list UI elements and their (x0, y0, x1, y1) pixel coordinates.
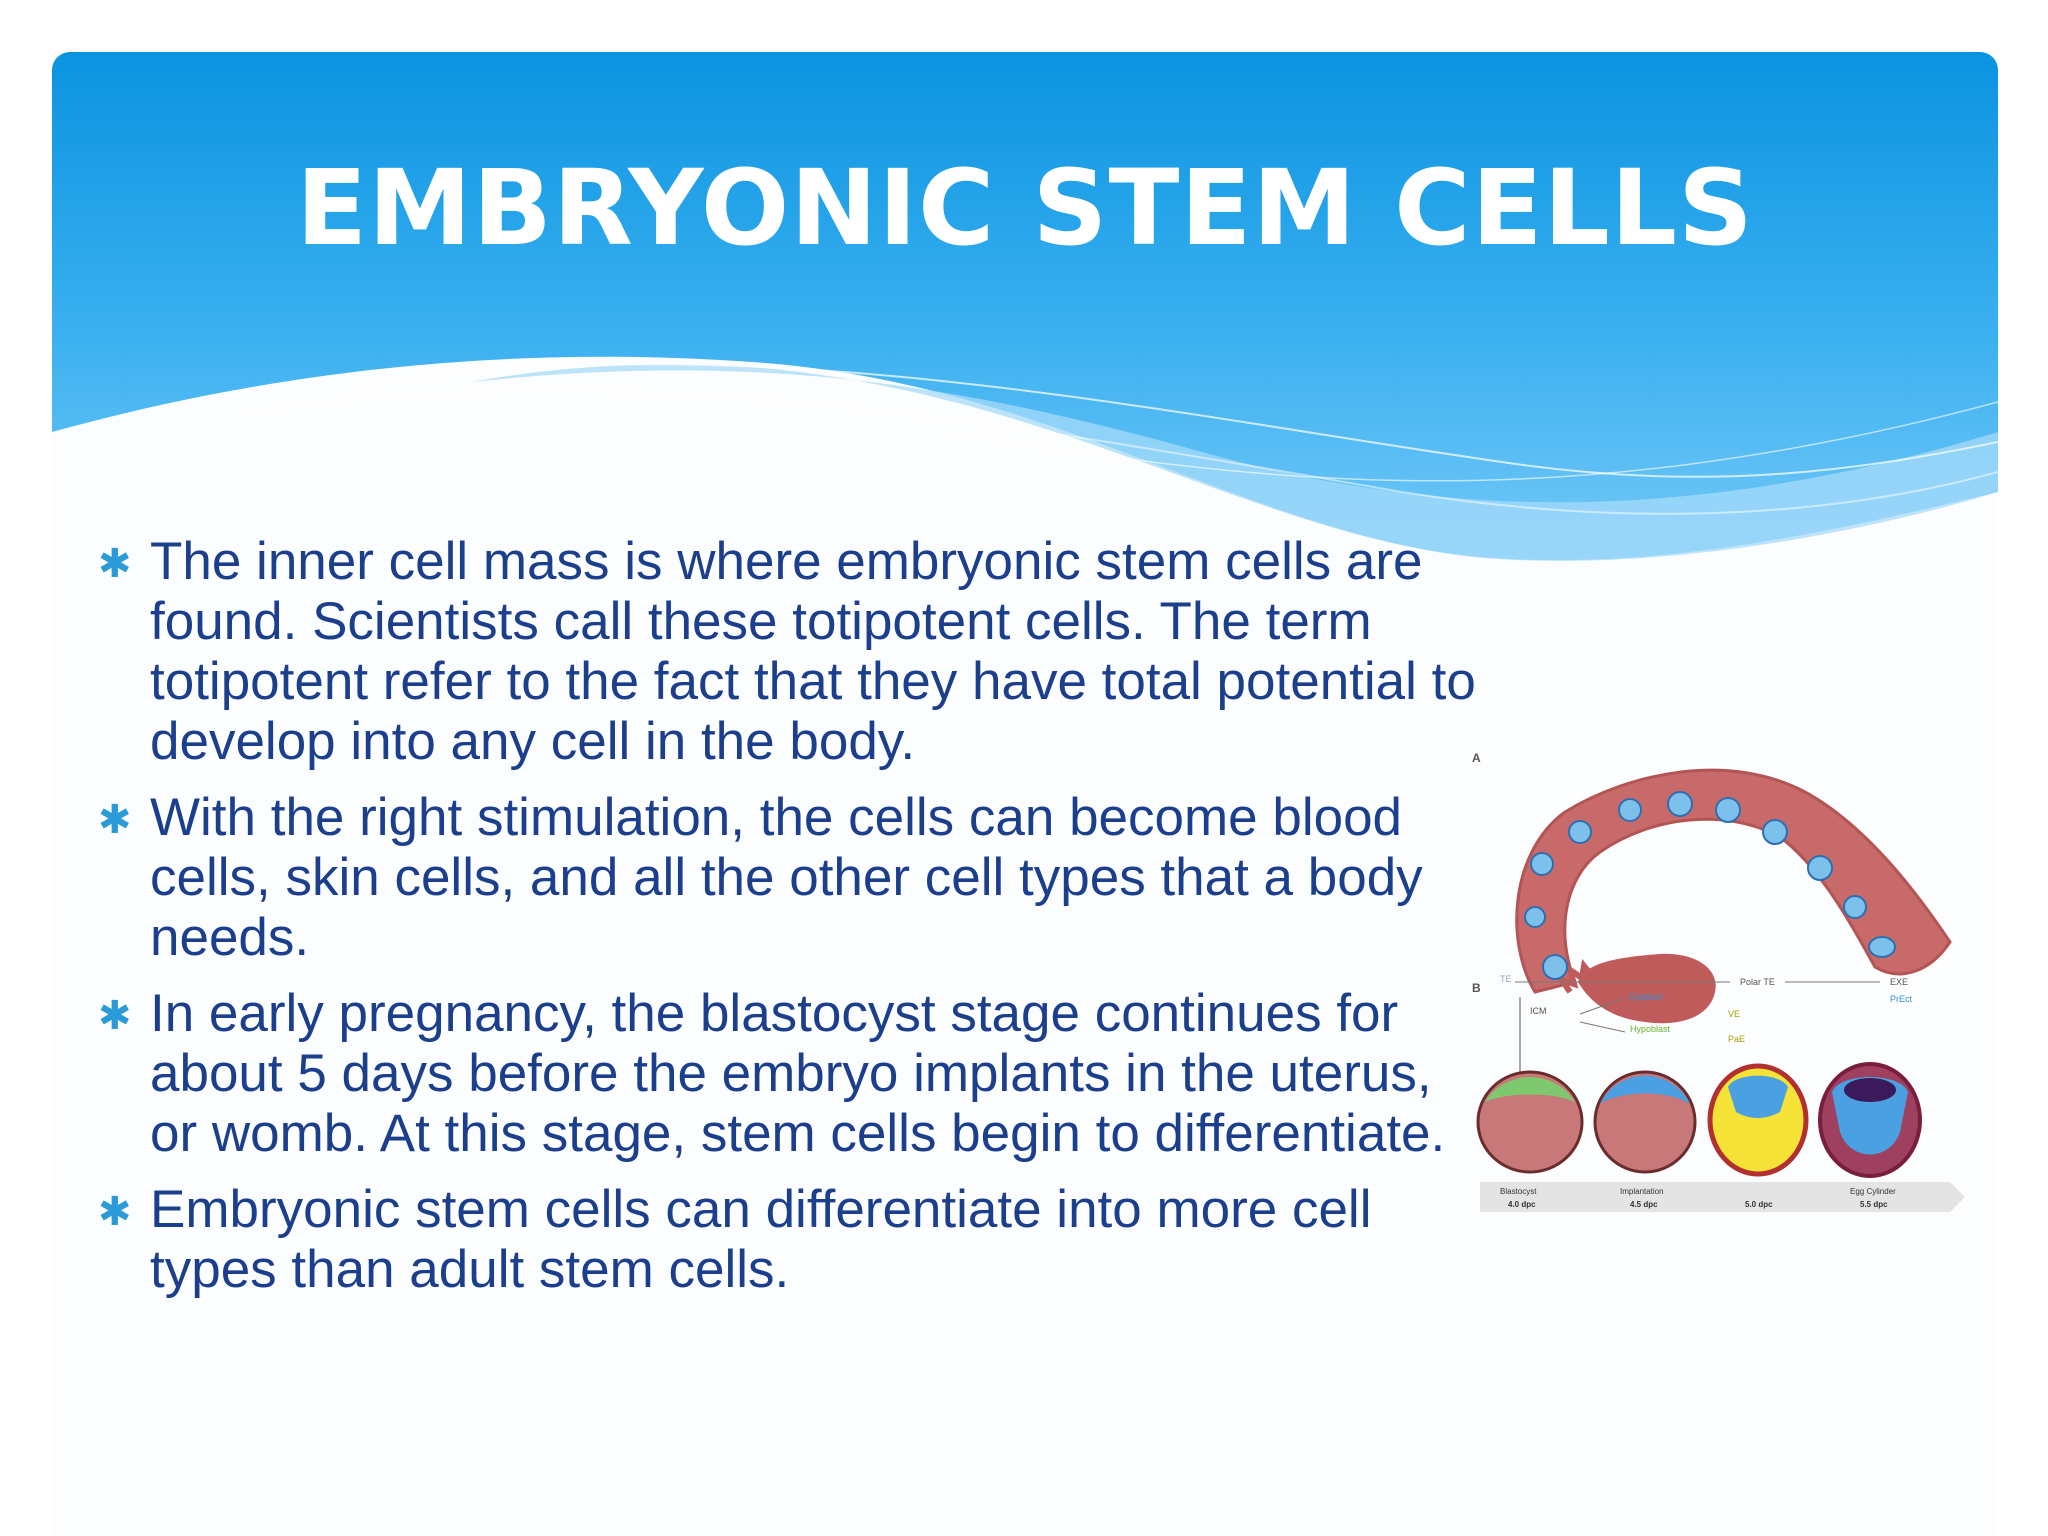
lineage-label-te: TE (1500, 974, 1512, 984)
lineage-label-prect: PrEct (1890, 994, 1913, 1004)
oviduct-diagram (1515, 768, 1952, 1024)
lineage-label-epiblast: Epiblast (1630, 992, 1663, 1002)
bullet-item: ✱ With the right stimulation, the cells … (88, 788, 1488, 968)
stage-timeline: Blastocyst Implantation Egg Cylinder 4.0… (1480, 1182, 1965, 1212)
asterisk-icon: ✱ (98, 542, 132, 586)
figure-panel-label-b: B (1472, 981, 1481, 995)
lineage-label-icm: ICM (1530, 1006, 1547, 1016)
bullet-text: The inner cell mass is where embryonic s… (150, 532, 1476, 771)
bullet-list: ✱ The inner cell mass is where embryonic… (88, 532, 1488, 1316)
slide-title: EMBRYONIC STEM CELLS (296, 147, 1754, 269)
stage-egg-cylinder (1818, 1062, 1922, 1178)
bullet-item: ✱ Embryonic stem cells can differentiate… (88, 1180, 1488, 1300)
bullet-item: ✱ In early pregnancy, the blastocyst sta… (88, 984, 1488, 1164)
bullet-text: Embryonic stem cells can differentiate i… (150, 1180, 1372, 1299)
lineage-diagram: TE Polar TE EXE ICM Epiblast PrEct Hypob… (1500, 974, 1913, 1082)
asterisk-icon: ✱ (98, 798, 132, 842)
lineage-label-hypoblast: Hypoblast (1630, 1024, 1671, 1034)
stage-five-dpc (1707, 1063, 1809, 1177)
lineage-label-exe: EXE (1890, 977, 1908, 987)
stage-day-4-5: 4.5 dpc (1630, 1200, 1658, 1209)
stage-day-5-5: 5.5 dpc (1860, 1200, 1888, 1209)
embryo-stages (1476, 1062, 1922, 1178)
bullet-text: In early pregnancy, the blastocyst stage… (150, 984, 1446, 1163)
stage-label-egg-cylinder: Egg Cylinder (1850, 1187, 1896, 1196)
lineage-label-polar-te: Polar TE (1740, 977, 1775, 987)
bullet-text: With the right stimulation, the cells ca… (150, 788, 1423, 967)
stage-implantation (1593, 1070, 1697, 1174)
stage-day-5-0: 5.0 dpc (1745, 1200, 1773, 1209)
embryo-development-figure: A B TE Polar TE (1472, 751, 1965, 1212)
lineage-label-ve: VE (1728, 1009, 1740, 1019)
asterisk-icon: ✱ (98, 1190, 132, 1234)
stage-label-implantation: Implantation (1620, 1187, 1664, 1196)
bullet-item: ✱ The inner cell mass is where embryonic… (88, 532, 1488, 772)
lineage-label-pae: PaE (1728, 1034, 1745, 1044)
stage-label-blastocyst: Blastocyst (1500, 1187, 1537, 1196)
slide: EMBRYONIC STEM CELLS ✱ The inner cell ma… (52, 52, 1998, 1536)
header-wave-background (52, 52, 1998, 561)
stage-day-4-0: 4.0 dpc (1508, 1200, 1536, 1209)
stage-blastocyst (1476, 1070, 1584, 1174)
asterisk-icon: ✱ (98, 994, 132, 1038)
figure-panel-label-a: A (1472, 751, 1481, 765)
